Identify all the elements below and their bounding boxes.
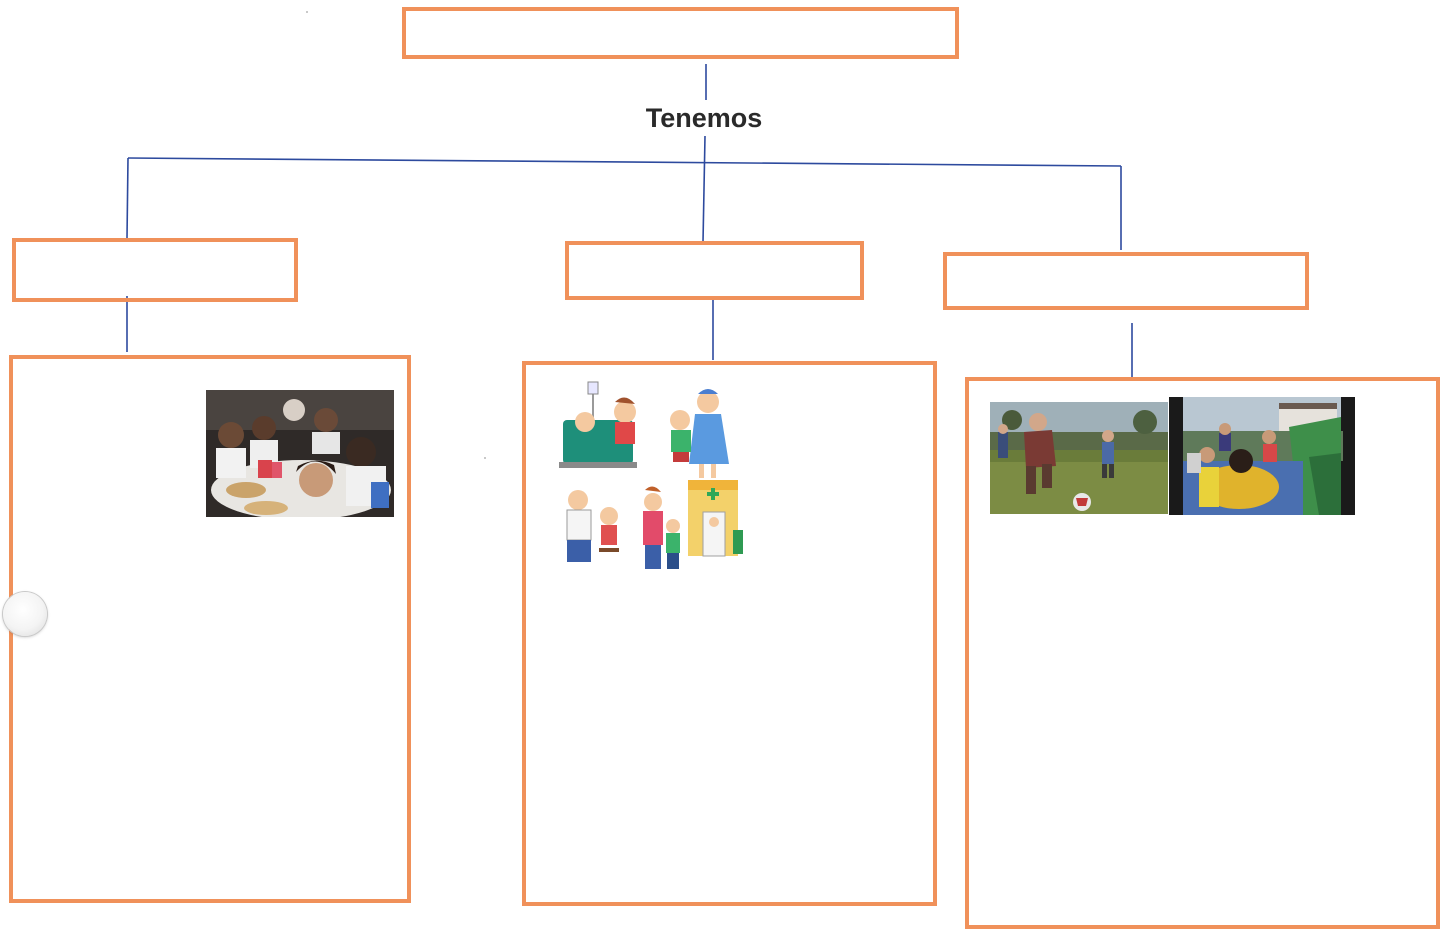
connector-branch-left (126, 157, 129, 239)
top-title-box (402, 7, 959, 59)
connector-horizontal-branch (127, 157, 1122, 167)
label-box-center (565, 241, 864, 300)
scan-speck (306, 11, 308, 13)
binder-punch-hole (3, 592, 47, 636)
children-playing-soccer-photo (990, 402, 1168, 514)
content-box-center (522, 361, 937, 906)
content-box-right (965, 377, 1440, 929)
label-box-right (943, 252, 1309, 310)
connector-word-to-branch (702, 135, 706, 243)
connector-word-tenemos: Tenemos (604, 100, 804, 136)
label-box-left (12, 238, 298, 302)
children-on-bouncy-castle-photo (1169, 397, 1355, 515)
children-eating-photo (206, 390, 394, 517)
scan-speck (484, 457, 486, 459)
health-care-clipart (553, 380, 745, 578)
